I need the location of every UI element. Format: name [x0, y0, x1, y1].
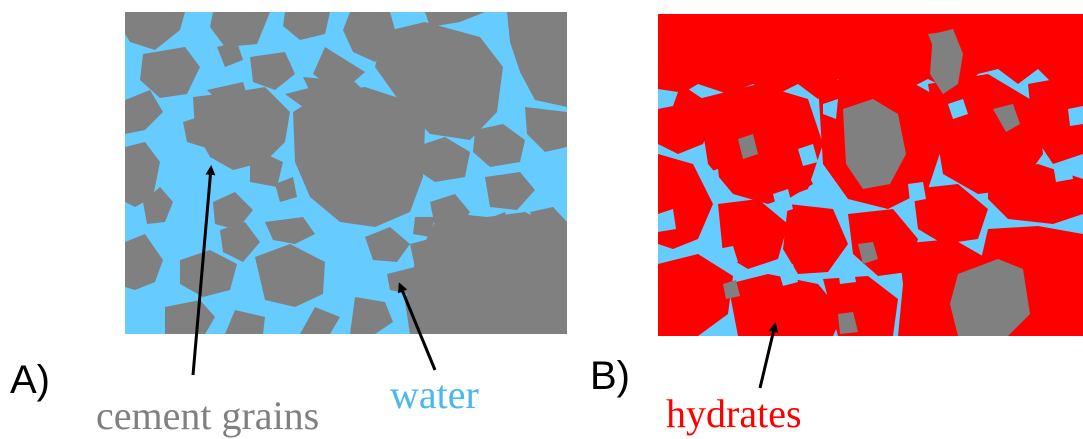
cement-grains: [125, 12, 567, 334]
unreacted-cores: [723, 29, 1030, 336]
hydrate-regions: [658, 14, 1083, 336]
water-caption: water: [390, 372, 479, 417]
microstructure-hydrated: [658, 14, 1083, 336]
panel-a-image: [125, 12, 567, 334]
microstructure-fresh: [125, 12, 567, 334]
pore-spaces: [658, 89, 1083, 286]
hydrates-caption: hydrates: [666, 391, 802, 436]
cement-grains-caption: cement grains: [96, 393, 320, 438]
panel-a-label: A): [10, 358, 50, 402]
panel-b-label: B): [590, 354, 630, 398]
panel-b-image: [658, 14, 1083, 336]
